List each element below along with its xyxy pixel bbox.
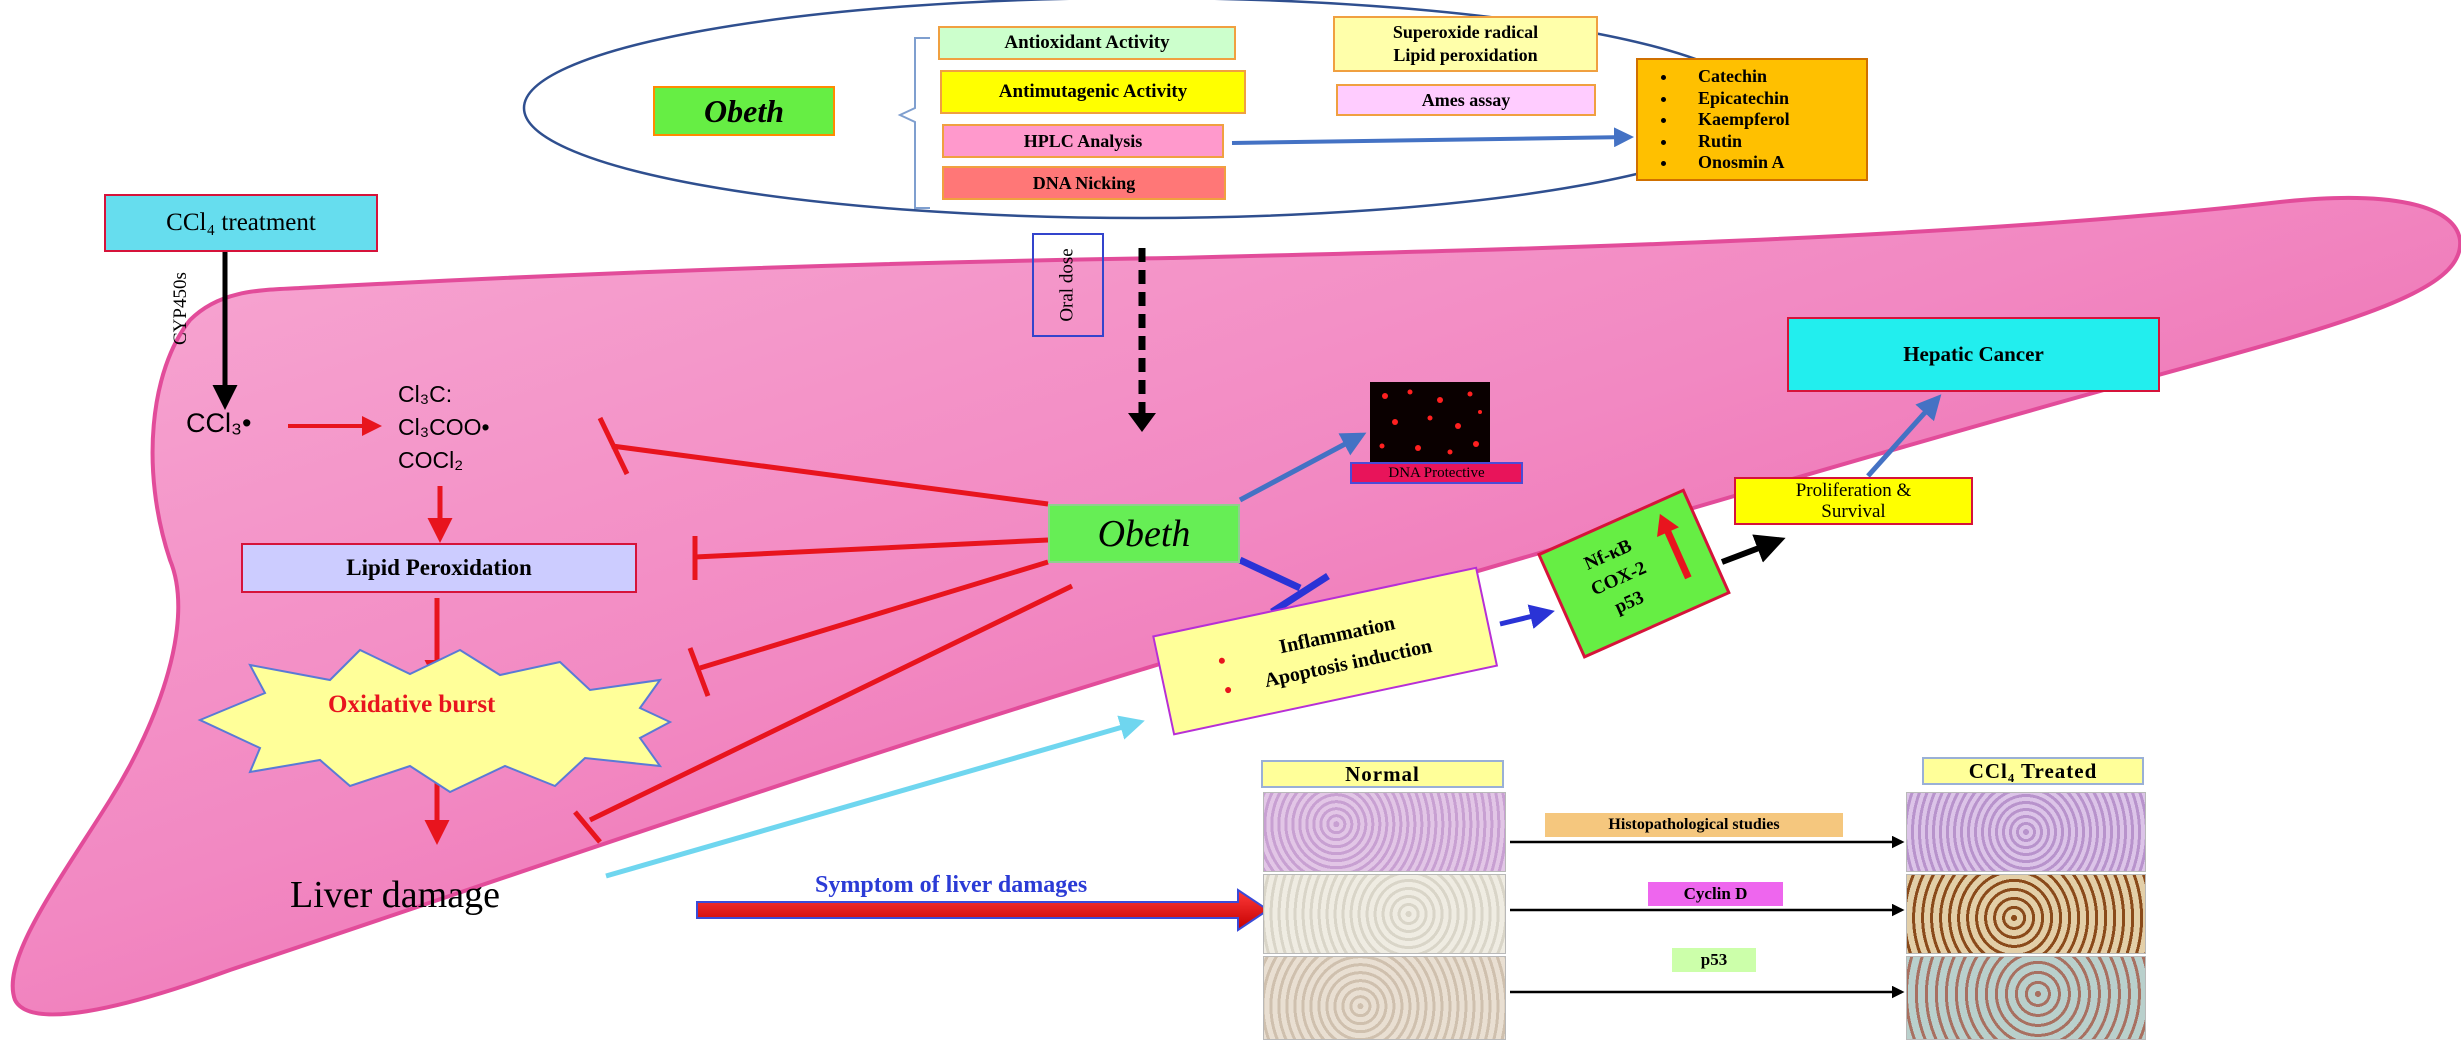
oxidative-burst-star bbox=[197, 648, 673, 794]
liver-damage-label: Liver damage bbox=[290, 874, 500, 916]
superoxide-label: Superoxide radical bbox=[1392, 22, 1539, 42]
lipid-peroxidation-box: Lipid Peroxidation bbox=[241, 543, 637, 593]
obeth-center-box: Obeth bbox=[1048, 504, 1240, 563]
product-item: Cl₃C: bbox=[398, 381, 453, 407]
treated-p53-image bbox=[1906, 956, 2146, 1040]
inflammation-to-markers-arrow bbox=[1499, 604, 1555, 629]
obeth-to-dna-arrow bbox=[1238, 432, 1367, 503]
assay-hplc: HPLC Analysis bbox=[942, 124, 1224, 158]
product-item: COCl₂ bbox=[398, 447, 464, 473]
inflammation-box bbox=[1152, 566, 1499, 736]
oral-dose-box: Oral dose bbox=[1032, 233, 1104, 337]
ccl3-radical: CCl₃• bbox=[186, 408, 252, 438]
compound-item: Onosmin A bbox=[1678, 152, 1790, 174]
products-list: Cl₃C: Cl₃COO• COCl₂ bbox=[398, 378, 490, 477]
inhibit-lipid bbox=[694, 537, 1049, 560]
ames-assay-box: Ames assay bbox=[1336, 84, 1596, 116]
normal-cyclin-image bbox=[1263, 874, 1506, 954]
dna-protective-label: DNA Protective bbox=[1350, 462, 1523, 484]
markers-to-proliferation-arrow bbox=[1720, 534, 1786, 565]
symptom-arrow bbox=[696, 888, 1270, 932]
hepatic-cancer-box: Hepatic Cancer bbox=[1787, 317, 2160, 392]
compounds-box: Catechin Epicatechin Kaempferol Rutin On… bbox=[1636, 58, 1868, 181]
assay-antioxidant: Antioxidant Activity bbox=[938, 26, 1236, 60]
compound-item: Epicatechin bbox=[1678, 88, 1790, 110]
oral-dose-label: Oral dose bbox=[1057, 248, 1078, 322]
proliferation-to-cancer-arrow bbox=[1866, 394, 1942, 478]
normal-p53-image bbox=[1263, 956, 1506, 1040]
markers-box bbox=[1536, 488, 1731, 659]
treated-cyclin-image bbox=[1906, 874, 2146, 954]
obeth-inhibit-inflammation bbox=[1238, 556, 1302, 592]
dna-fluorescence-dots bbox=[1379, 389, 1482, 455]
assay-bracket bbox=[897, 37, 930, 209]
normal-header: Normal bbox=[1261, 760, 1504, 788]
histopathology-label: Histopathological studies bbox=[1545, 813, 1843, 837]
inhibit-damage bbox=[588, 583, 1074, 823]
damage-to-inflammation-arrow bbox=[605, 715, 1145, 879]
ccl4-treatment-box: CCl₄ treatment bbox=[104, 194, 378, 252]
superoxide-lipid-box: Superoxide radical Lipid peroxidation bbox=[1333, 16, 1598, 72]
dna-protective-image bbox=[1370, 382, 1490, 462]
compound-item: Catechin bbox=[1678, 66, 1790, 88]
treated-he-image bbox=[1906, 792, 2146, 872]
symptom-label: Symptom of liver damages bbox=[815, 872, 1088, 898]
up-arrow-icon bbox=[1662, 526, 1692, 580]
proliferation-box: Proliferation & Survival bbox=[1734, 477, 1973, 525]
oxidative-burst-label: Oxidative burst bbox=[328, 691, 496, 718]
compound-item: Kaempferol bbox=[1678, 109, 1790, 131]
assay-antimutagenic: Antimutagenic Activity bbox=[940, 70, 1246, 114]
inhibit-burst bbox=[699, 559, 1049, 671]
p53-label: p53 bbox=[1672, 948, 1756, 972]
cyclin-d-label: Cyclin D bbox=[1648, 882, 1783, 906]
lipid-peroxidation-assay-label: Lipid peroxidation bbox=[1393, 45, 1538, 65]
obeth-inhibition-lines bbox=[573, 416, 1074, 844]
hplc-to-compounds-arrow bbox=[1231, 127, 1634, 148]
product-item: Cl₃COO• bbox=[398, 414, 490, 440]
compound-item: Rutin bbox=[1678, 131, 1790, 153]
obeth-top-box: Obeth bbox=[653, 86, 835, 136]
inhibit-products bbox=[611, 443, 1049, 507]
treated-header: CCl₄ Treated bbox=[1922, 757, 2144, 785]
assay-dna-nicking: DNA Nicking bbox=[942, 166, 1226, 200]
cyp450s-label: CYP450s bbox=[170, 272, 191, 345]
proliferation-label: Proliferation & Survival bbox=[1795, 480, 1912, 522]
normal-he-image bbox=[1263, 792, 1506, 872]
